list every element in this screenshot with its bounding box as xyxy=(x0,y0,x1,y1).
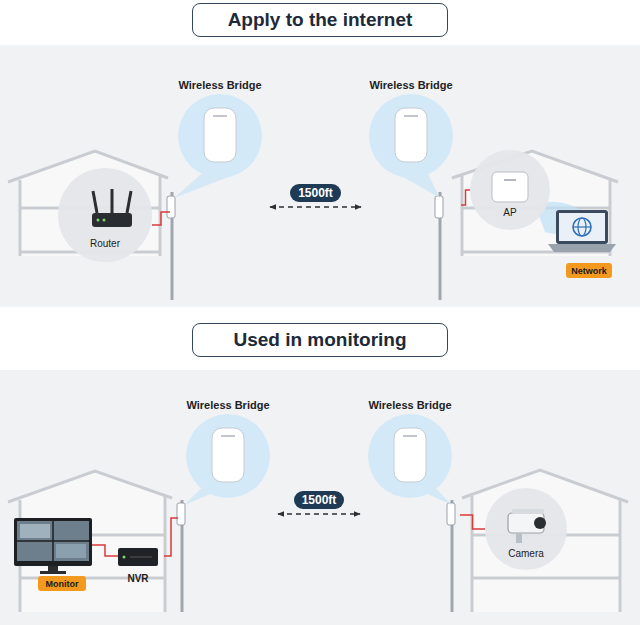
house-outline xyxy=(8,471,172,612)
circle-outline xyxy=(58,168,152,262)
bridge-unit xyxy=(395,108,427,162)
bridge-bubble xyxy=(360,398,460,528)
device-icon xyxy=(492,172,528,202)
pole-bridge-unit xyxy=(167,196,455,525)
bridge-bubble xyxy=(361,78,461,222)
wireless-bridge-callout: Wireless Bridge xyxy=(361,78,461,222)
device-label: Wireless Bridge xyxy=(369,79,452,91)
nvr-box xyxy=(112,544,164,570)
network-cable xyxy=(152,212,170,225)
device-label: AP xyxy=(503,207,516,218)
monitor-screen xyxy=(14,518,92,574)
nvr-device: NVR xyxy=(112,544,164,584)
unit-mark xyxy=(404,115,418,116)
section-heading: Used in monitoring xyxy=(192,323,448,357)
device-label: Wireless Bridge xyxy=(368,399,451,411)
circle-outline xyxy=(485,488,567,570)
bridge-bubble xyxy=(178,398,278,528)
laptop-icon xyxy=(548,210,616,252)
unit-mark xyxy=(221,435,235,436)
video-cable xyxy=(92,545,118,556)
callout-pointer xyxy=(174,170,452,505)
device-label: Network xyxy=(571,266,607,276)
house-outline xyxy=(452,151,618,256)
wireless-link xyxy=(278,513,360,515)
device-label: Router xyxy=(90,238,120,249)
unit-mark xyxy=(403,435,417,436)
heading-text: Apply to the internet xyxy=(228,9,413,31)
device-icon xyxy=(508,509,546,543)
distance-label: 1500ft xyxy=(290,184,341,202)
device-label: Monitor xyxy=(46,579,79,589)
device-callout: Camera xyxy=(485,488,567,570)
circle-outline xyxy=(470,150,550,230)
mount-pole xyxy=(172,192,452,612)
network-cable xyxy=(164,518,178,556)
bubble-outline xyxy=(186,414,270,498)
network-cable xyxy=(460,515,485,529)
bridge-unit xyxy=(212,428,244,482)
panel-ground xyxy=(0,45,640,307)
device-label: Wireless Bridge xyxy=(178,79,261,91)
device-callout: Router xyxy=(58,168,152,262)
bridge-unit xyxy=(204,108,236,162)
bubble-outline xyxy=(368,414,452,498)
device-icon xyxy=(92,189,132,227)
device-label: Wireless Bridge xyxy=(186,399,269,411)
device-label: NVR xyxy=(127,573,148,584)
section-heading: Apply to the internet xyxy=(192,3,448,37)
wireless-bridge-callout: Wireless Bridge xyxy=(170,78,270,222)
panel-ground xyxy=(0,370,640,625)
wireless-bridge-callout: Wireless Bridge xyxy=(178,398,278,528)
device-tag: Network xyxy=(566,263,612,278)
wireless-link xyxy=(270,206,361,208)
wireless-bridge-callout: Wireless Bridge xyxy=(360,398,460,528)
device-label: Camera xyxy=(508,548,544,559)
network-cable xyxy=(461,190,470,205)
distance-label: 1500ft xyxy=(294,491,345,509)
house-outline xyxy=(462,470,628,612)
bubble-outline xyxy=(178,94,262,178)
bubble-outline xyxy=(369,94,453,178)
device-callout: AP xyxy=(470,150,550,230)
callout-circle xyxy=(470,150,550,230)
bridge-bubble xyxy=(170,78,270,222)
bridge-unit xyxy=(394,428,426,482)
heading-text: Used in monitoring xyxy=(233,329,406,351)
device-tag: Monitor xyxy=(38,576,86,591)
unit-mark xyxy=(213,115,227,116)
